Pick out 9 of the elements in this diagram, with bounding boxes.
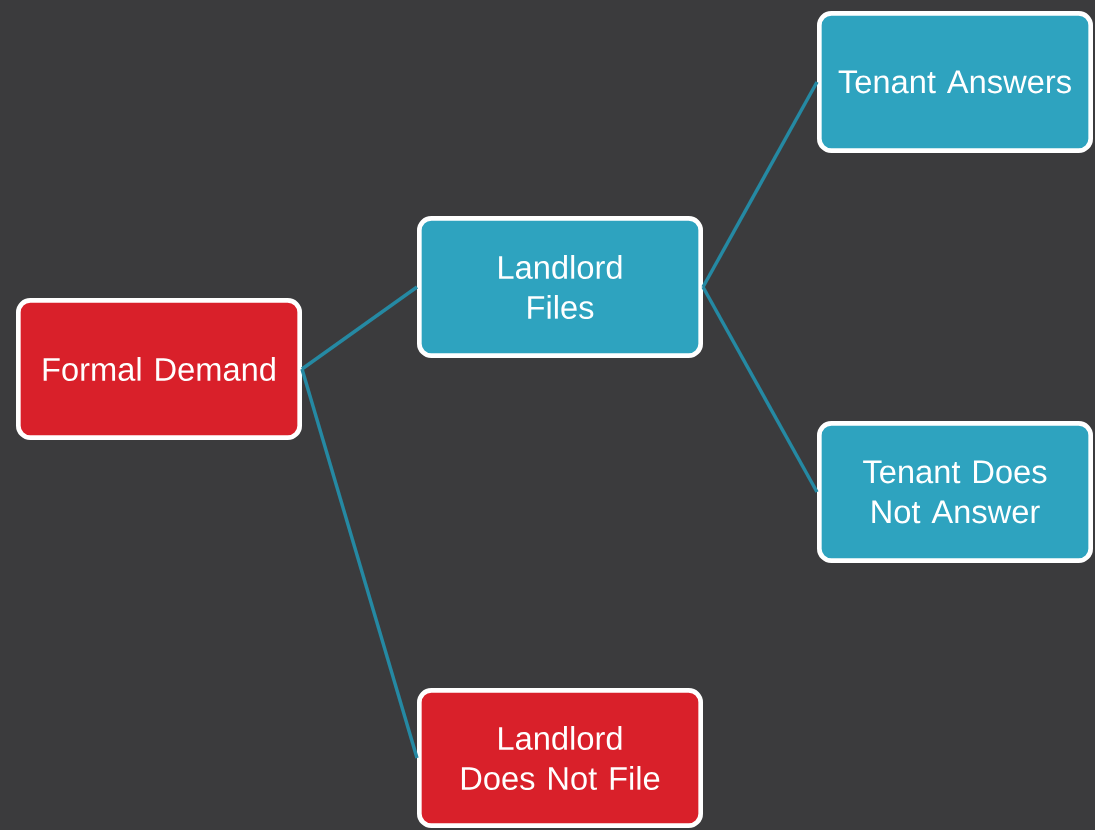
connector-line xyxy=(701,81,819,288)
connector-line xyxy=(300,368,419,759)
connector-line xyxy=(301,285,418,371)
process-box: Formal Demand xyxy=(16,298,302,440)
process-box: Tenant Does Not Answer xyxy=(817,421,1093,563)
process-box: Landlord Files xyxy=(417,216,703,358)
connector-line xyxy=(701,286,819,493)
process-box: Landlord Does Not File xyxy=(417,688,703,828)
process-box: Tenant Answers xyxy=(817,11,1093,153)
